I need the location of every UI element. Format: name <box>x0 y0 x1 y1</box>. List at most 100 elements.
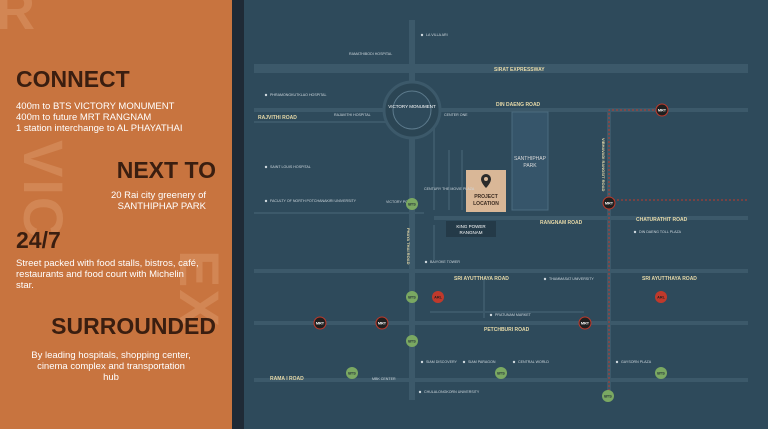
rajavithi-label: RAJAVITHI HOSPITAL <box>334 113 371 117</box>
phramongkutklao-label: PHRAMONGKUTKLAO HOSPITAL <box>270 93 326 97</box>
arl-rail-line <box>608 109 658 395</box>
open-line: Street packed with food stalls, bistros,… <box>16 258 199 269</box>
surrounded-heading: SURROUNDED <box>51 313 216 339</box>
sirat-expressway <box>254 64 748 73</box>
park-label-line1: SANTHIPHAP <box>514 156 547 162</box>
project-label-line1: PROJECT <box>474 194 498 200</box>
landmark-dot <box>489 313 493 317</box>
victory-monument-circle <box>392 90 432 130</box>
din-daeng-label: DIN DAENG ROAD <box>496 102 541 108</box>
landmark-dot <box>418 390 422 394</box>
landmark-dot <box>633 230 637 234</box>
connect-text: 400m to BTS VICTORY MONUMENT 400m to fut… <box>16 101 226 134</box>
rama-label: RAMA I ROAD <box>270 376 304 382</box>
station-label: BTS <box>497 372 505 376</box>
station-label: ARL <box>434 296 442 300</box>
petchburi-label: PETCHBURI ROAD <box>484 327 530 333</box>
king-power-label-line1: KING POWER <box>456 224 486 229</box>
center-one-label: CENTER ONE <box>444 113 468 117</box>
connect-heading: CONNECT <box>16 66 130 92</box>
thammasat-label: THAMMASAT UNIVERSITY <box>549 277 594 281</box>
connect-line: 400m to BTS VICTORY MONUMENT <box>16 101 175 112</box>
landmark-dot <box>615 360 619 364</box>
mrt-station: MRT <box>313 316 327 330</box>
station-label: BTS <box>408 296 416 300</box>
bts-ratchathewi-station: BTS <box>406 335 418 347</box>
station-label: BTS <box>657 372 665 376</box>
sirat-label: SIRAT EXPRESSWAY <box>494 67 545 73</box>
king-power-box <box>446 221 496 237</box>
landmark-labels: LA VILLA ARI RAMATHIBODI HOSPITAL PHRAMO… <box>264 33 682 394</box>
landmark-dot <box>424 260 428 264</box>
pratunam-label: PRATUNAM MARKET <box>495 313 532 317</box>
panel-divider <box>232 0 244 429</box>
surrounded-text: By leading hospitals, shopping center, c… <box>16 350 206 383</box>
ramathibodi-label: RAMATHIBODI HOSPITAL <box>349 52 392 56</box>
rajvithi-label: RAJVITHI ROAD <box>258 115 297 121</box>
siam-paragon-label: SIAM PARAGON <box>468 360 496 364</box>
bts-phaya-thai-station: BTS <box>406 291 418 303</box>
gaysorn-label: GAYSORN PLAZA <box>621 360 652 364</box>
santhiphap-park <box>511 111 549 211</box>
siam-discovery-label: SIAM DISCOVERY <box>426 360 457 364</box>
open-line: star. <box>16 280 34 291</box>
next-to-line: SANTHIPHAP PARK <box>117 201 206 212</box>
arl-makkasan-station: ARL <box>655 291 667 303</box>
rangnam-label: RANGNAM ROAD <box>540 220 583 226</box>
location-pin-icon <box>481 174 491 188</box>
saint-louis-label: SAINT LOUIS HOSPITAL <box>270 165 311 169</box>
surrounded-line: cinema complex and transportation <box>37 361 185 372</box>
king-power-label-line2: RANGNAM <box>459 230 482 235</box>
station-label: BTS <box>604 395 612 399</box>
din-daeng-tollplaza-label: DIN DAENG TOLL PLAZA <box>639 230 682 234</box>
landmark-dot <box>462 360 466 364</box>
victory-point-label: VICTORY POINT <box>386 200 415 204</box>
mbk-label: MBK CENTER <box>372 377 396 381</box>
chaturathit-label: CHATURATHIT ROAD <box>636 217 688 223</box>
mrt-rangnam-station: MRT <box>602 196 616 210</box>
watermark-letters-middle: VIC <box>12 140 75 240</box>
la-villa-label: LA VILLA ARI <box>426 33 448 37</box>
bts-ratchadamri-station: BTS <box>602 390 614 402</box>
station-label: BTS <box>408 340 416 344</box>
road-labels: SIRAT EXPRESSWAY DIN DAENG ROAD RAJVITHI… <box>258 67 697 382</box>
landmark-dot <box>264 199 268 203</box>
park-label-line2: PARK <box>523 163 537 169</box>
watermark-letter-top: R <box>0 0 37 41</box>
arl-phaya-thai-station: ARL <box>432 291 444 303</box>
bts-siam-station: BTS <box>495 367 507 379</box>
station-label: MRT <box>658 109 667 113</box>
stations: BTS BTS BTS BTS BTS <box>313 103 669 402</box>
station-label: BTS <box>348 372 356 376</box>
connect-line: 400m to future MRT RANGNAM <box>16 112 152 123</box>
mrt-din-daeng-station: MRT <box>655 103 669 117</box>
central-world-label: CENTRAL WORLD <box>518 360 549 364</box>
bts-chit-lom-station: BTS <box>655 367 667 379</box>
phaya-thai-label: PHAYA THAI ROAD <box>406 228 411 265</box>
landmark-dot <box>512 360 516 364</box>
next-to-text: 20 Rai city greenery of SANTHIPHAP PARK <box>111 190 206 212</box>
station-label: MRT <box>581 322 590 326</box>
connect-line: 1 station interchange to AL PHAYATHAI <box>16 123 183 134</box>
chulalongkorn-label: CHULALONGKORN UNIVERSITY <box>424 390 480 394</box>
century-label: CENTURY THE MOVIE PLAZA <box>424 187 475 191</box>
station-label: MRT <box>605 202 614 206</box>
landmark-dot <box>264 165 268 169</box>
landmark-dot <box>420 33 424 37</box>
surrounded-line: hub <box>103 372 119 383</box>
bts-victory-monument-station: BTS <box>406 198 418 210</box>
location-map: SANTHIPHAP PARK PROJECT LOCATION KING PO… <box>244 0 768 429</box>
faculty-label: FACULTY OF NORTH POTCHANAKIRI UNIVERSITY <box>270 199 357 203</box>
sri-ayutthaya-label-1: SRI AYUTTHAYA ROAD <box>454 276 509 282</box>
landmark-dot <box>264 93 268 97</box>
station-label: BTS <box>408 203 416 207</box>
victory-monument-label: VICTORY MONUMENT <box>388 104 436 109</box>
station-label: ARL <box>657 296 665 300</box>
mrt-station: MRT <box>578 316 592 330</box>
open-24-7-heading: 24/7 <box>16 227 61 253</box>
surrounded-line: By leading hospitals, shopping center, <box>31 350 191 361</box>
map-svg: SANTHIPHAP PARK PROJECT LOCATION KING PO… <box>254 20 749 402</box>
bts-national-stadium-station: BTS <box>346 367 358 379</box>
station-label: MRT <box>316 322 325 326</box>
